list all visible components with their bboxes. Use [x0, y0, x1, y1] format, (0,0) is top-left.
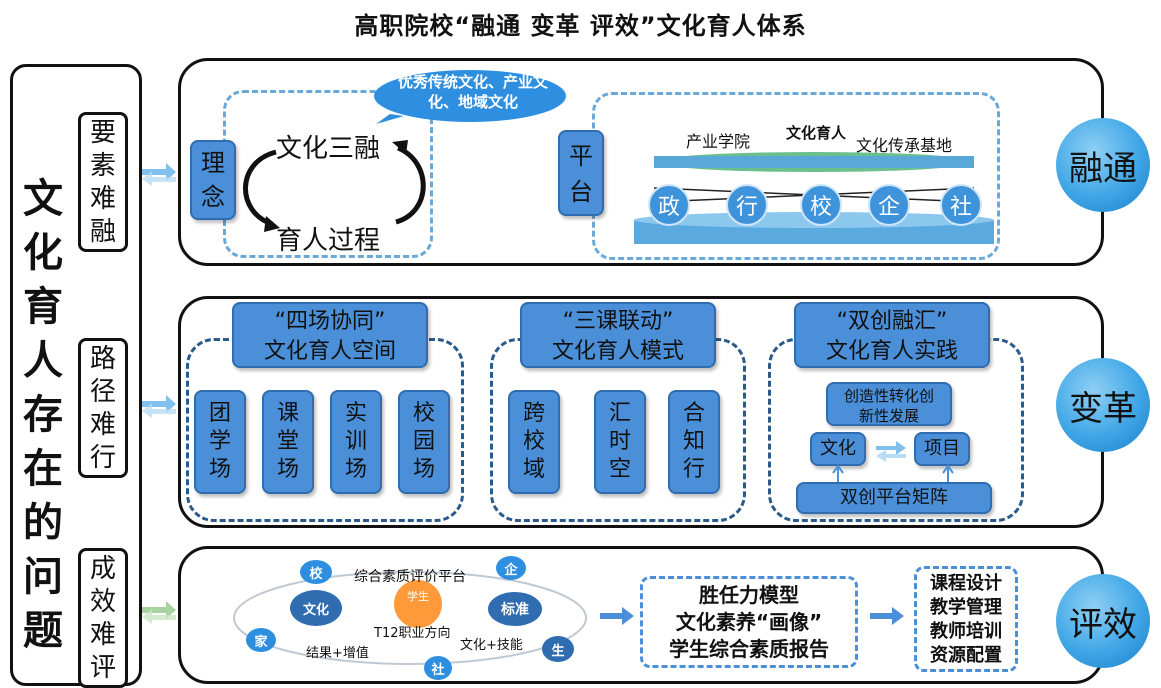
- double-arrow-icon: [142, 601, 176, 624]
- node-enterprise: 企: [496, 556, 526, 580]
- culture-box: 文化: [810, 432, 866, 466]
- outcome-box: 课程设计教学管理教师培训资源配置: [914, 566, 1018, 672]
- label-reform: 变革: [1056, 358, 1150, 452]
- diagram-title: 高职院校“融通 变革 评效”文化育人体系: [354, 12, 807, 40]
- ring-enterprise: 企: [868, 184, 910, 226]
- right-arrow-icon: [870, 607, 904, 625]
- node-society: 社: [424, 656, 452, 680]
- node-family: 家: [246, 628, 276, 652]
- ring-society: 社: [940, 184, 982, 226]
- left-problem-column: [10, 64, 142, 686]
- label-evaluation: 评效: [1056, 574, 1150, 668]
- innovation-box: 创造性转化创新性发展: [826, 382, 952, 426]
- item-class-field: 课堂场: [262, 390, 314, 494]
- item-campus-field: 校园场: [398, 390, 450, 494]
- evaluation-ellipse: [233, 571, 587, 665]
- ring-government: 政: [648, 184, 690, 226]
- culture-skill-label: 文化+技能: [460, 638, 523, 653]
- cycle-arrows: [243, 140, 426, 232]
- ring-industry: 行: [726, 184, 768, 226]
- problem-box-paths: 路径 难行: [78, 338, 128, 478]
- label-integration: 融通: [1056, 118, 1150, 212]
- result-value-label: 结果+增值: [306, 646, 369, 661]
- problem-box-elements: 要素 难融: [78, 112, 128, 252]
- item-merge-time: 汇时空: [594, 390, 646, 494]
- stage-left-label: 产业学院: [686, 132, 751, 151]
- node-school: 校: [300, 560, 332, 584]
- double-arrow-icon: [142, 395, 176, 418]
- cycle-bottom-label: 育人过程: [276, 226, 381, 256]
- evaluation-platform-title: 综合素质评价平台: [354, 569, 466, 585]
- node-student: 生: [542, 636, 574, 662]
- group-3-title: “双创融汇”文化育人实践: [794, 302, 990, 368]
- t12-label: T12职业方向: [374, 626, 451, 641]
- culture-cloud-text: 优秀传统文化、产业文化、地域文化: [397, 73, 548, 111]
- right-arrow-icon: [600, 607, 634, 625]
- item-team-field: 团学场: [194, 390, 246, 494]
- exchange-arrow-icon: [876, 441, 906, 462]
- problem-box-results: 成效 难评: [78, 548, 128, 688]
- inner-culture-node: 文化: [290, 590, 342, 626]
- center-student: 学生: [407, 590, 429, 603]
- group-2-title: “三课联动”文化育人模式: [520, 302, 716, 368]
- competency-model-box: 胜任力模型文化素养“画像”学生综合素质报告: [640, 576, 858, 668]
- project-box: 项目: [914, 432, 970, 466]
- problem-heading: 文 化 育 人 存 在 的 问 题: [23, 176, 63, 654]
- platform-box: 平台: [558, 130, 604, 216]
- ring-school: 校: [800, 184, 842, 226]
- stage-mid-label: 文化育人: [786, 124, 847, 142]
- item-practice-field: 实训场: [330, 390, 382, 494]
- item-cross-school: 跨校域: [508, 390, 560, 494]
- inner-standard-node: 标准: [488, 592, 542, 626]
- group-1-title: “四场协同”文化育人空间: [232, 302, 428, 368]
- cycle-top-label: 文化三融: [276, 134, 381, 164]
- cloud-shape: [374, 70, 566, 124]
- item-knowledge-action: 合知行: [668, 390, 720, 494]
- concept-box: 理念: [190, 140, 236, 220]
- innovation-platform-box: 双创平台矩阵: [796, 482, 992, 514]
- double-arrow-icon: [142, 163, 176, 186]
- stage-right-label: 文化传承基地: [856, 136, 953, 155]
